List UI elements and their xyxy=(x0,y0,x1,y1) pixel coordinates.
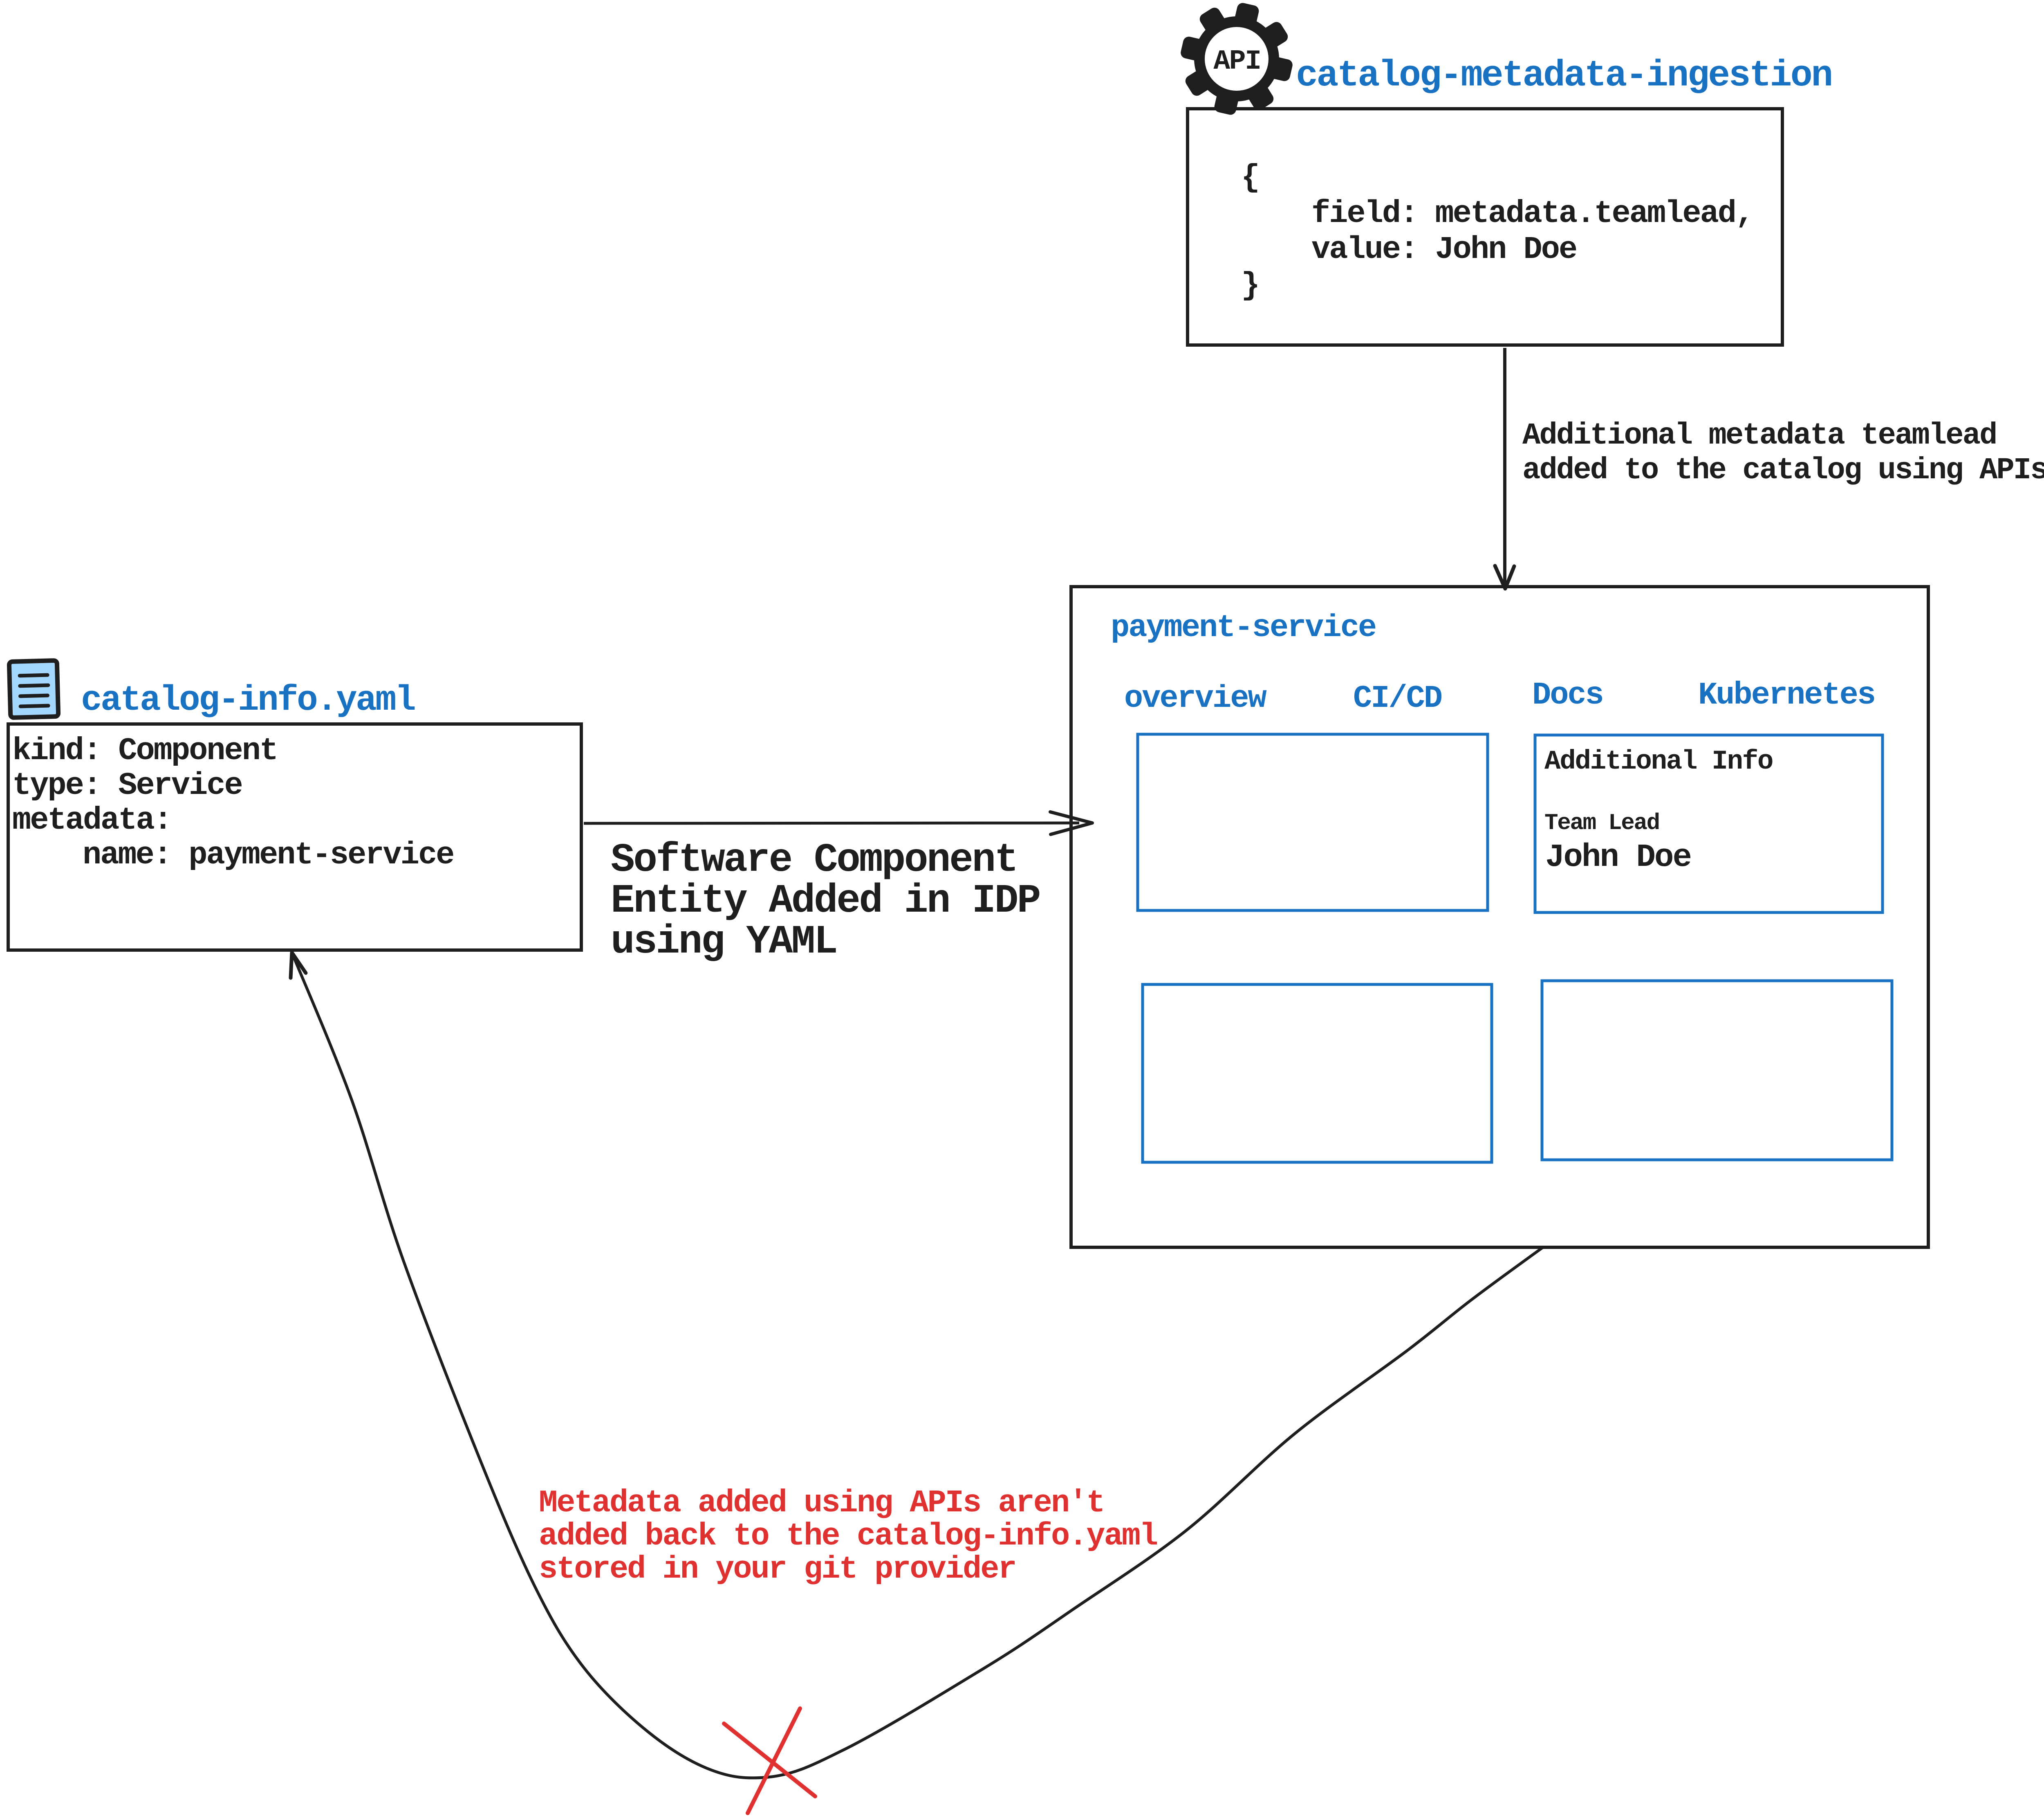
svg-text:catalog-info.yaml: catalog-info.yaml xyxy=(81,680,415,720)
svg-text:API: API xyxy=(1213,46,1260,77)
svg-text:value: John Doe: value: John Doe xyxy=(1311,232,1576,268)
svg-text:Additional metadata teamlead: Additional metadata teamlead xyxy=(1522,419,1996,453)
svg-text:metadata:: metadata: xyxy=(12,803,171,838)
svg-text:Team Lead: Team Lead xyxy=(1544,810,1659,836)
svg-text:Software Component: Software Component xyxy=(611,838,1017,883)
svg-text:using YAML: using YAML xyxy=(611,919,836,965)
svg-text:name: payment-service: name: payment-service xyxy=(83,838,453,873)
svg-text:catalog-metadata-ingestion: catalog-metadata-ingestion xyxy=(1296,55,1832,97)
svg-text:field: metadata.teamlead,: field: metadata.teamlead, xyxy=(1311,196,1753,232)
svg-text:kind: Component: kind: Component xyxy=(12,733,277,769)
svg-text:John Doe: John Doe xyxy=(1545,839,1691,876)
svg-text:added to the catalog using API: added to the catalog using APIs xyxy=(1522,453,2044,488)
svg-text:Additional Info: Additional Info xyxy=(1544,746,1773,777)
svg-text:{: { xyxy=(1241,160,1259,196)
svg-text:Docs: Docs xyxy=(1532,678,1603,713)
svg-text:Metadata added using APIs aren: Metadata added using APIs aren't xyxy=(539,1486,1104,1521)
svg-text:stored in your git provider: stored in your git provider xyxy=(539,1552,1016,1587)
svg-text:Kubernetes: Kubernetes xyxy=(1698,678,1875,713)
svg-text:}: } xyxy=(1241,268,1259,304)
svg-text:Entity Added in IDP: Entity Added in IDP xyxy=(611,879,1040,924)
svg-text:payment-service: payment-service xyxy=(1111,610,1376,646)
svg-text:type: Service: type: Service xyxy=(12,768,242,804)
svg-text:added back to the catalog-info: added back to the catalog-info.yaml xyxy=(539,1519,1157,1554)
svg-text:CI/CD: CI/CD xyxy=(1353,681,1442,717)
svg-text:overview: overview xyxy=(1124,681,1266,717)
